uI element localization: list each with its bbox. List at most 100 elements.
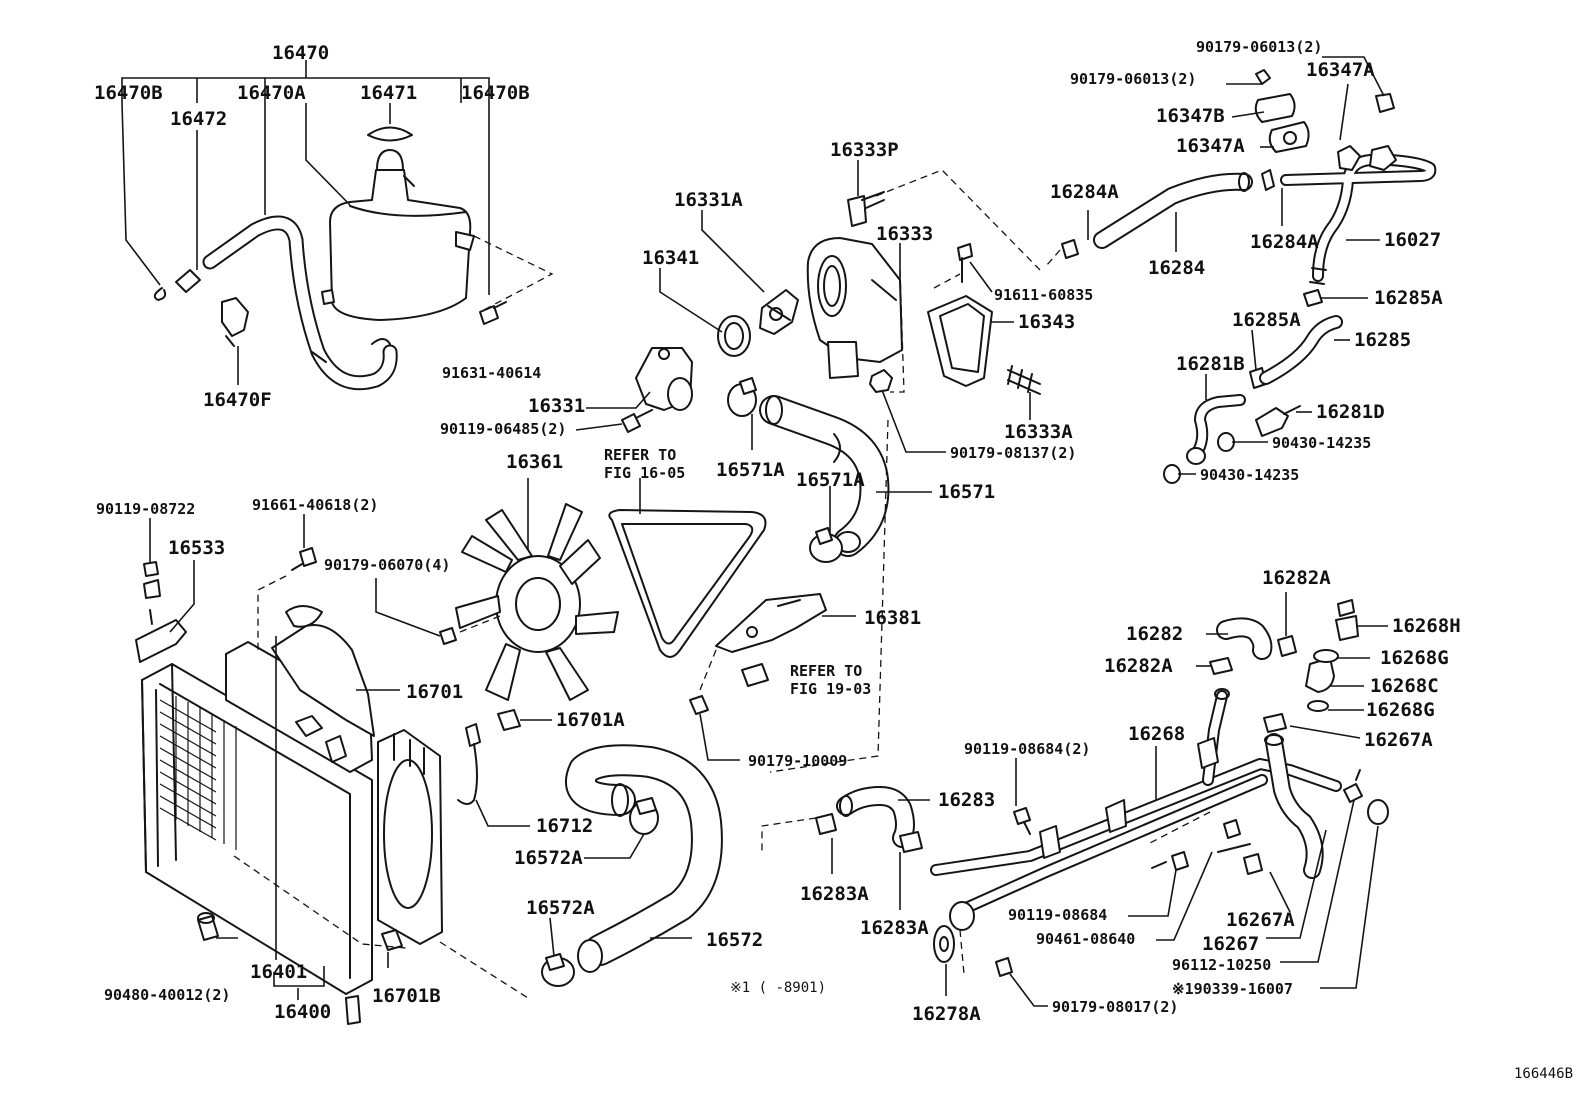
part-label-16283a-right: 16283A <box>860 917 929 939</box>
part-label-90179-06070: 90179-06070(4) <box>324 556 450 574</box>
part-label-16283a-left: 16283A <box>800 883 869 905</box>
refer-to-fig-19-03-line1: REFER TO <box>790 662 862 680</box>
hose-16285-drawing <box>1259 315 1343 385</box>
part-label-90480-40012: 90480-40012(2) <box>104 986 230 1004</box>
clamp-16282a-drawing <box>815 635 1297 875</box>
pipe-16281b-drawing <box>1186 394 1246 465</box>
part-label-16701: 16701 <box>406 681 463 703</box>
part-label-16285a-left: 16285A <box>1232 309 1301 331</box>
lower-hose-16572-drawing <box>565 744 723 973</box>
clamp-16284a-drawing <box>1061 169 1323 389</box>
pipe-16027-drawing <box>1280 154 1437 285</box>
shroud-16712-drawing <box>457 743 478 805</box>
part-label-16341: 16341 <box>642 247 699 269</box>
clip-16701b-drawing <box>381 929 403 951</box>
bracket-16533-drawing <box>135 579 187 663</box>
part-label-16281b: 16281B <box>1176 353 1245 375</box>
part-label-90430-14235-lower: 90430-14235 <box>1200 466 1299 484</box>
part-label-90461-08640: 90461-08640 <box>1036 930 1135 948</box>
part-label-16343: 16343 <box>1018 311 1075 333</box>
part-label-16283: 16283 <box>938 789 995 811</box>
part-label-91611-60835: 91611-60835 <box>994 286 1093 304</box>
hose-16284-drawing <box>1093 172 1253 249</box>
water-inlet-group <box>575 160 1041 453</box>
part-label-16267a-lower: 16267A <box>1226 909 1295 931</box>
part-label-16282a-upper: 16282A <box>1262 567 1331 589</box>
part-label-190339-16007: ※190339-16007 <box>1172 980 1293 998</box>
part-label-91631-40614: 91631-40614 <box>442 364 541 382</box>
radiator-fins-hatch <box>159 696 237 850</box>
refer-to-fig-16-05-line2: FIG 16-05 <box>604 464 685 482</box>
part-label-16472: 16472 <box>170 108 227 130</box>
part-label-16268: 16268 <box>1128 723 1185 745</box>
stud-16333a-drawing <box>1007 365 1041 395</box>
part-label-16571: 16571 <box>938 481 995 503</box>
thermostat-drawing <box>759 289 799 335</box>
part-label-16470b-left: 16470B <box>94 82 163 104</box>
part-label-16712: 16712 <box>536 815 593 837</box>
part-label-16572a-upper: 16572A <box>514 847 583 869</box>
part-label-16268g-upper: 16268G <box>1380 647 1449 669</box>
date-range-note: ※1 ( -8901) <box>730 980 826 996</box>
water-inlet-drawing <box>635 347 693 411</box>
part-label-16284a-right: 16284A <box>1250 231 1319 253</box>
part-label-90119-08684: 90119-08684 <box>1008 906 1107 924</box>
clamp-16470f-drawing <box>221 297 249 347</box>
part-number-labels: 16470 16470B 16472 16470A 16471 16470B 1… <box>94 38 1573 1082</box>
part-label-16278a: 16278A <box>912 1003 981 1025</box>
part-label-16333p: 16333P <box>830 139 899 161</box>
reservoir-tank-group <box>121 60 554 391</box>
part-label-90119-08684-2: 90119-08684(2) <box>964 740 1090 758</box>
bypass-pipe-group <box>1045 56 1437 484</box>
part-label-90119-08722: 90119-08722 <box>96 500 195 518</box>
part-label-16347b: 16347B <box>1156 105 1225 127</box>
part-label-16533: 16533 <box>168 537 225 559</box>
bolt-91611-drawing <box>957 243 973 283</box>
bolt-91631-drawing <box>479 301 507 325</box>
bolt-90119-06485-drawing <box>621 409 653 433</box>
part-label-16571a-upper: 16571A <box>716 459 785 481</box>
bracket-16381-drawing <box>689 593 827 715</box>
nut-90179-08137-drawing <box>869 369 893 393</box>
part-label-16572: 16572 <box>706 929 763 951</box>
refer-to-fig-19-03-line2: FIG 19-03 <box>790 680 871 698</box>
refer-to-fig-16-05-line1: REFER TO <box>604 446 676 464</box>
overflow-hose-drawing <box>153 215 398 391</box>
water-outlet-housing-drawing <box>806 237 903 379</box>
v-belt-drawing <box>608 509 767 658</box>
bolt-90119-08684-drawing <box>1013 807 1189 871</box>
gasket-16278a-drawing <box>933 925 955 963</box>
part-label-91661-40618: 91661-40618(2) <box>252 496 378 514</box>
part-label-16282a-lower: 16282A <box>1104 655 1173 677</box>
part-label-16400: 16400 <box>274 1001 331 1023</box>
fan-belt-group <box>455 377 932 701</box>
part-label-16284: 16284 <box>1148 257 1205 279</box>
part-label-90179-10009: 90179-10009 <box>748 752 847 770</box>
union-16268-drawing <box>1305 599 1359 712</box>
part-label-16470b-right: 16470B <box>461 82 530 104</box>
part-label-16267a-right: 16267A <box>1364 729 1433 751</box>
part-label-16701b: 16701B <box>372 985 441 1007</box>
part-label-90119-06485: 90119-06485(2) <box>440 420 566 438</box>
part-label-16470a: 16470A <box>237 82 306 104</box>
part-label-16571a-lower: 16571A <box>796 469 865 491</box>
part-label-90179-08137: 90179-08137(2) <box>950 444 1076 462</box>
lower-outlet-drawing <box>345 995 361 1025</box>
part-label-90179-08017: 90179-08017(2) <box>1052 998 1178 1016</box>
bleeder-plug-drawing <box>847 191 885 227</box>
nut-90461-drawing <box>1217 819 1251 853</box>
part-label-96112-10250: 96112-10250 <box>1172 956 1271 974</box>
figure-id: 166446B <box>1514 1066 1573 1082</box>
hose-16267-drawing <box>1264 733 1324 879</box>
part-label-16572a-lower: 16572A <box>526 897 595 919</box>
part-label-16282: 16282 <box>1126 623 1183 645</box>
part-label-16361: 16361 <box>506 451 563 473</box>
part-label-16470: 16470 <box>272 42 329 64</box>
part-label-16333: 16333 <box>876 223 933 245</box>
part-label-16470f: 16470F <box>203 389 272 411</box>
bolt-91661-drawing <box>291 547 317 571</box>
clip-16701a-drawing <box>465 709 521 747</box>
part-label-90179-06013-top: 90179-06013(2) <box>1196 38 1322 56</box>
part-label-16268g-lower: 16268G <box>1366 699 1435 721</box>
nut-90179-08017-drawing <box>995 957 1013 977</box>
